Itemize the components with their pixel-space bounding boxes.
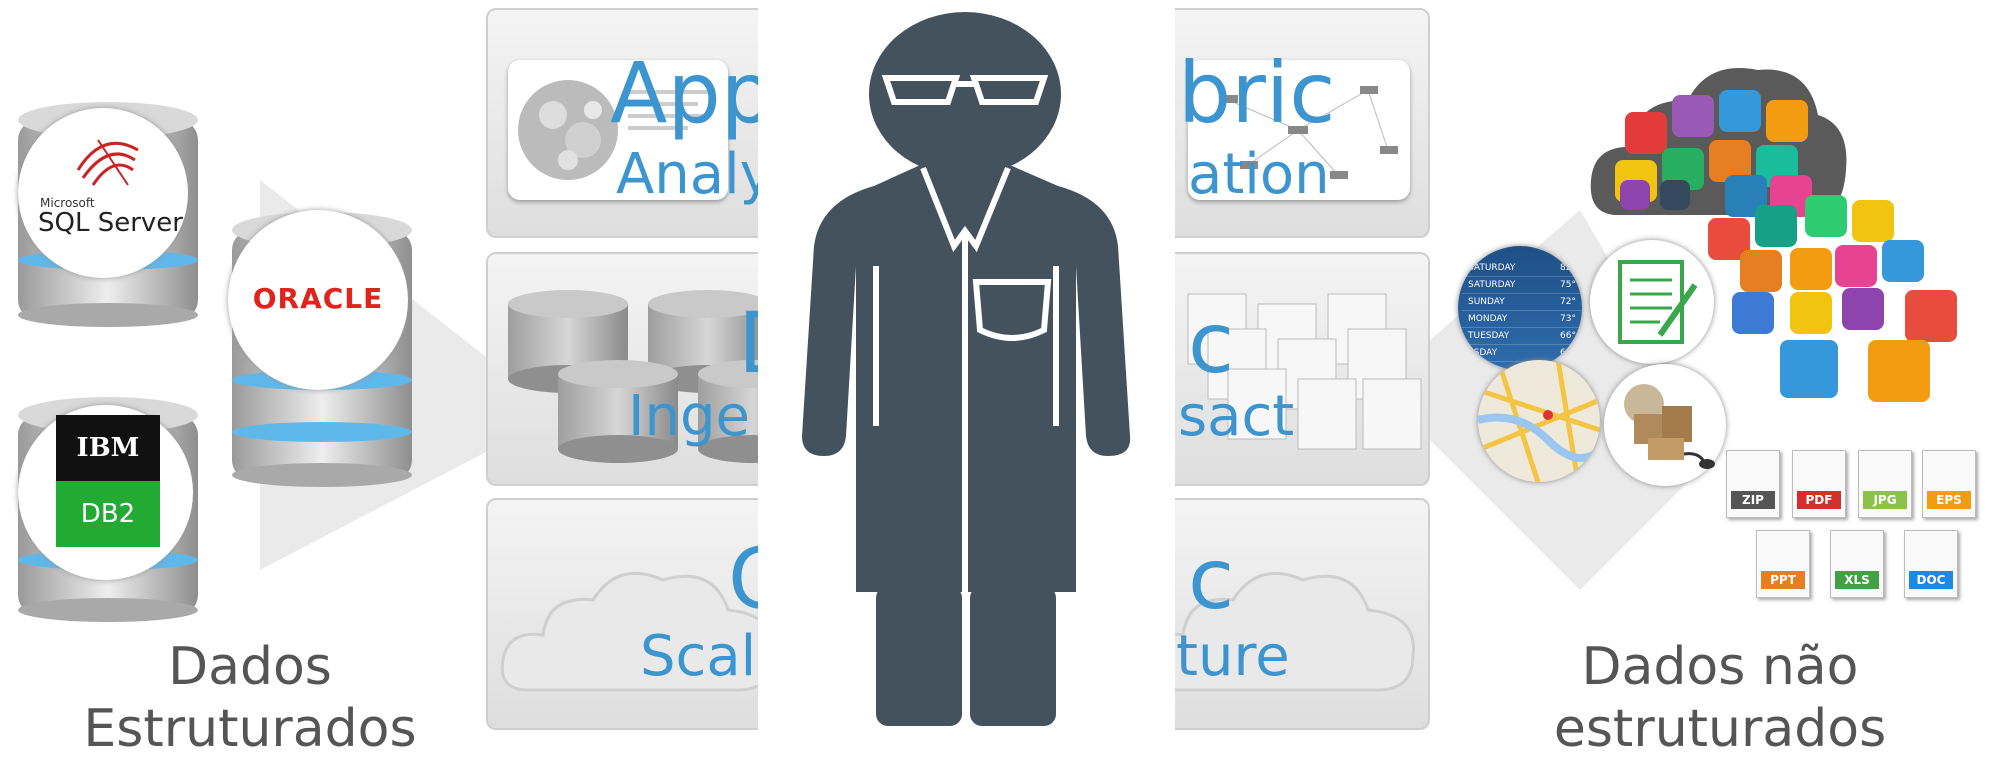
unstructured-caption-line2: estruturados <box>1553 699 1887 759</box>
book-app-icon <box>1780 340 1838 398</box>
weather-row: TUESDAY 66° <box>1462 328 1582 345</box>
globe-app-icon <box>1672 95 1714 137</box>
weather-day: TUESDAY <box>1468 331 1510 341</box>
gear-app-icon <box>1790 248 1832 290</box>
lock-app-icon <box>1660 180 1690 210</box>
weather-row: SATURDAY 75° <box>1462 277 1582 294</box>
envelope-app-icon <box>1868 340 1930 402</box>
file-type-label: ZIP <box>1731 491 1775 509</box>
video2-app-icon <box>1805 195 1847 237</box>
music-app-icon <box>1842 288 1884 330</box>
weather-temp: 73° <box>1560 314 1576 324</box>
panel-data-fabric: D c Inge sact <box>486 252 1430 486</box>
unstructured-caption: Dados não estruturados <box>1500 636 1940 760</box>
sql-server-logo-badge: Microsoft SQL Server <box>18 108 188 278</box>
file-tile-xls-icon: XLS <box>1830 530 1884 598</box>
weather-day: SATURDAY <box>1468 280 1516 290</box>
file-tile-zip-icon: ZIP <box>1726 450 1780 518</box>
notepad-icon <box>1618 260 1698 344</box>
sql-server-logo-icon <box>76 139 139 186</box>
panel3-title-right: c <box>1188 530 1235 628</box>
file-tile-ppt-icon: PPT <box>1756 530 1810 598</box>
network-graph-icon <box>1220 86 1398 179</box>
bubble-chart-thumbnail <box>508 60 728 200</box>
weather-widget: SATURDAY 82° SATURDAY 75° SUNDAY 72° MONDAY 73°… <box>1458 246 1582 370</box>
db2-label: DB2 <box>56 481 160 547</box>
panel2-subtitle-right: sact <box>1178 384 1295 449</box>
structured-caption-line1: Dados <box>168 637 332 697</box>
map-icon <box>1478 360 1600 482</box>
panel1-title-left: App <box>610 44 775 142</box>
panel3-subtitle-right: ture <box>1176 624 1290 689</box>
panel1-subtitle-right: ation <box>1188 142 1330 207</box>
file-tile-jpg-icon: JPG <box>1858 450 1912 518</box>
chart-app-icon <box>1882 240 1924 282</box>
unstructured-caption-line1: Dados não <box>1581 637 1859 697</box>
weather-day: ESDAY <box>1468 348 1498 358</box>
gear2-app-icon <box>1790 292 1832 334</box>
weather-temp: 75° <box>1560 280 1576 290</box>
oracle-logo-badge: ORACLE <box>228 210 408 390</box>
calendar-app-icon <box>1625 112 1667 154</box>
panel3-subtitle-left: Scal <box>640 624 757 689</box>
sql-microsoft-label: Microsoft <box>40 196 95 210</box>
file-tile-eps-icon: EPS <box>1922 450 1976 518</box>
structured-caption-line2: Estruturados <box>83 699 417 759</box>
sql-server-label: SQL Server <box>38 208 183 238</box>
key-app-icon <box>1852 200 1894 242</box>
structured-caption: Dados Estruturados <box>60 636 440 760</box>
weather-day: SATURDAY <box>1468 263 1516 273</box>
panel1-title-right: bric <box>1178 44 1336 142</box>
network-graph-thumbnail <box>1188 60 1410 200</box>
file-type-label: PDF <box>1797 491 1841 509</box>
lock2-app-icon <box>1732 292 1774 334</box>
globe2-app-icon <box>1755 205 1797 247</box>
file-type-label: EPS <box>1927 491 1971 509</box>
weather-row: MONDAY 73° <box>1462 311 1582 328</box>
shipping-badge <box>1604 364 1726 486</box>
file-type-label: PPT <box>1761 571 1805 589</box>
download-app-icon <box>1740 250 1782 292</box>
phone-app-icon <box>1766 100 1808 142</box>
panel1-subtitle-left: Analy <box>616 142 773 207</box>
ibm-label: IBM <box>56 415 160 481</box>
weather-row: SUNDAY 72° <box>1462 294 1582 311</box>
bubble-chart-icon <box>518 80 708 180</box>
ibm-db2-logo-badge: IBM DB2 <box>18 405 193 580</box>
scientist-icon <box>802 12 1131 726</box>
gamepad2-app-icon <box>1905 290 1957 342</box>
wifi-app-icon <box>1835 245 1877 287</box>
weather-row: ESDAY 66° <box>1462 345 1582 362</box>
oracle-label: ORACLE <box>252 282 384 315</box>
documents-stack-icon <box>1187 293 1422 450</box>
weather-temp: 72° <box>1560 297 1576 307</box>
weather-list: SATURDAY 82° SATURDAY 75° SUNDAY 72° MONDAY 73°… <box>1462 260 1582 362</box>
data-scientist-figure <box>758 6 1175 736</box>
file-type-label: JPG <box>1863 491 1907 509</box>
weather-day: SUNDAY <box>1468 297 1505 307</box>
video-app-icon <box>1620 180 1650 210</box>
weather-temp: 66° <box>1560 348 1576 358</box>
shipping-boxes-icon <box>1624 384 1715 469</box>
file-type-label: XLS <box>1835 571 1879 589</box>
notepad-badge <box>1590 240 1714 364</box>
panel2-subtitle-left: Inge <box>628 384 751 449</box>
file-type-label: DOC <box>1909 571 1953 589</box>
like-app-icon <box>1719 90 1761 132</box>
panel2-title-right: c <box>1188 294 1235 392</box>
weather-row: SATURDAY 82° <box>1462 260 1582 277</box>
file-tile-pdf-icon: PDF <box>1792 450 1846 518</box>
weather-day: MONDAY <box>1468 314 1508 324</box>
weather-temp: 82° <box>1560 263 1576 273</box>
weather-temp: 66° <box>1560 331 1576 341</box>
map-badge <box>1478 360 1600 482</box>
file-tile-doc-icon: DOC <box>1904 530 1958 598</box>
